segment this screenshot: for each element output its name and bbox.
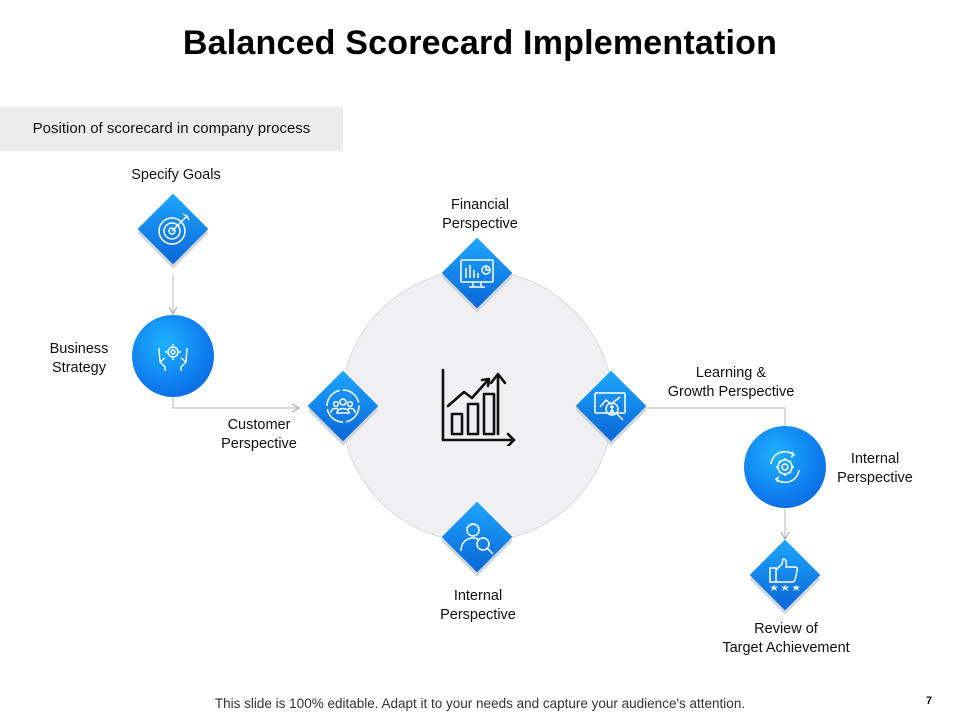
internal-to-learning-line (634, 408, 786, 426)
internal-perspective-bottom-label: Internal Perspective (440, 588, 516, 623)
monitor-chart-icon (460, 259, 494, 288)
specify-goals-label: Specify Goals (131, 167, 221, 183)
money-search-icon (594, 392, 626, 421)
person-search-icon (460, 523, 494, 555)
group-icon (326, 389, 360, 423)
internal-perspective-right-label: Internal Perspective (837, 451, 913, 486)
learning-growth-label: Learning & Growth Perspective (667, 365, 795, 400)
growth-chart-icon (441, 368, 516, 446)
business-strategy-circle (132, 315, 214, 397)
page-title: Balanced Scorecard Implementation (182, 24, 778, 62)
customer-perspective-label: Customer Perspective (221, 417, 297, 452)
footer-note: This slide is 100% editable. Adapt it to… (214, 696, 746, 711)
target-icon (158, 213, 190, 245)
review-label: Review of Target Achievement (722, 621, 850, 656)
subtitle-box: Position of scorecard in company process (0, 107, 343, 151)
strategy-to-customer-line (172, 397, 298, 408)
hands-gear-icon (158, 344, 188, 371)
business-strategy-label: Business Strategy (49, 341, 109, 376)
gear-cycle-icon (770, 450, 800, 484)
internal-perspective-right-circle (744, 426, 826, 508)
page-number: 7 (926, 695, 933, 707)
thumbs-up-stars-icon (769, 558, 801, 591)
financial-perspective-label: Financial Perspective (442, 197, 518, 232)
